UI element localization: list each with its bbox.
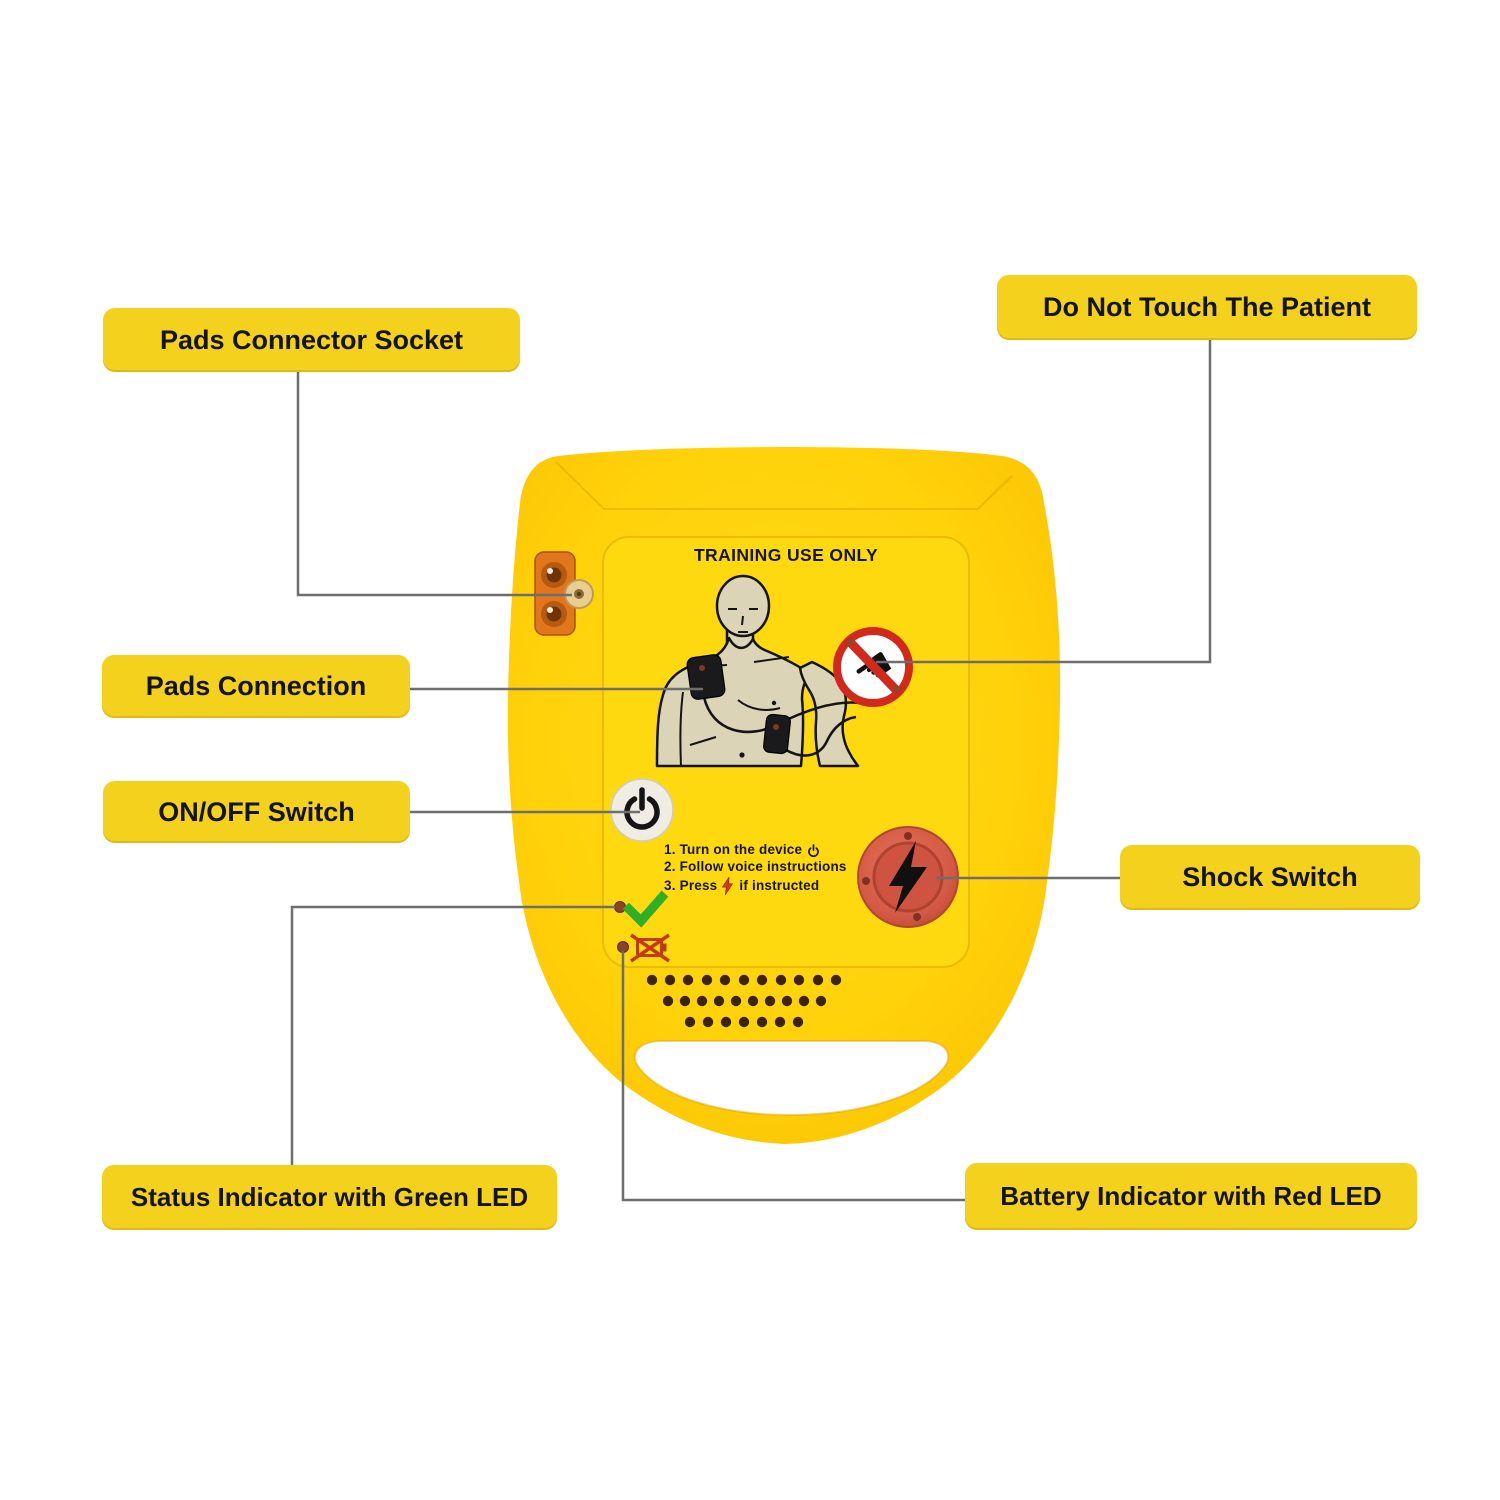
callout-pads-connector-socket: Pads Connector Socket xyxy=(103,308,520,372)
top-bevel-crease xyxy=(555,461,1013,510)
instruction-line-1: 1. Turn on the device xyxy=(664,843,847,857)
power-button xyxy=(610,778,674,842)
callout-do-not-touch: Do Not Touch The Patient xyxy=(997,275,1417,340)
leader-pads-connector-socket xyxy=(296,372,572,597)
callout-on-off-switch: ON/OFF Switch xyxy=(103,781,410,843)
leader-status-indicator xyxy=(290,905,615,1165)
speaker-grille xyxy=(646,974,842,1028)
handle-cutout xyxy=(633,1040,950,1117)
shock-bolt-icon-small xyxy=(722,877,734,895)
training-pad-lower xyxy=(763,713,791,755)
panel-title: TRAINING USE ONLY xyxy=(693,545,879,565)
callout-shock-switch: Shock Switch xyxy=(1120,845,1420,910)
do-not-touch-icon: ☚ xyxy=(833,627,913,707)
crossed-battery-icon xyxy=(630,933,670,963)
power-icon xyxy=(624,796,660,830)
instruction-line-3: 3. Press if instructed xyxy=(664,877,820,895)
pads-connector-socket xyxy=(534,551,594,636)
leader-battery-indicator xyxy=(621,951,965,1202)
pad-wire-lower xyxy=(785,715,857,757)
shock-bolt-icon xyxy=(889,841,927,913)
training-pad-upper xyxy=(686,654,726,700)
patient-torso-illustration xyxy=(655,574,861,768)
callout-pads-connection: Pads Connection xyxy=(102,655,410,718)
shock-button xyxy=(857,826,959,928)
instruction-line-2: 2. Follow voice instructions xyxy=(664,859,847,874)
device-instructions: 1. Turn on the device 2. Follow voice in… xyxy=(664,843,847,895)
status-indicator-led xyxy=(614,890,669,928)
callout-battery-indicator: Battery Indicator with Red LED xyxy=(965,1163,1417,1230)
callout-status-indicator: Status Indicator with Green LED xyxy=(102,1165,557,1230)
power-icon-small xyxy=(808,843,820,857)
battery-indicator-led xyxy=(617,933,670,963)
leader-do-not-touch xyxy=(876,340,1212,664)
check-icon xyxy=(622,890,669,928)
leader-lines xyxy=(290,340,1212,1202)
